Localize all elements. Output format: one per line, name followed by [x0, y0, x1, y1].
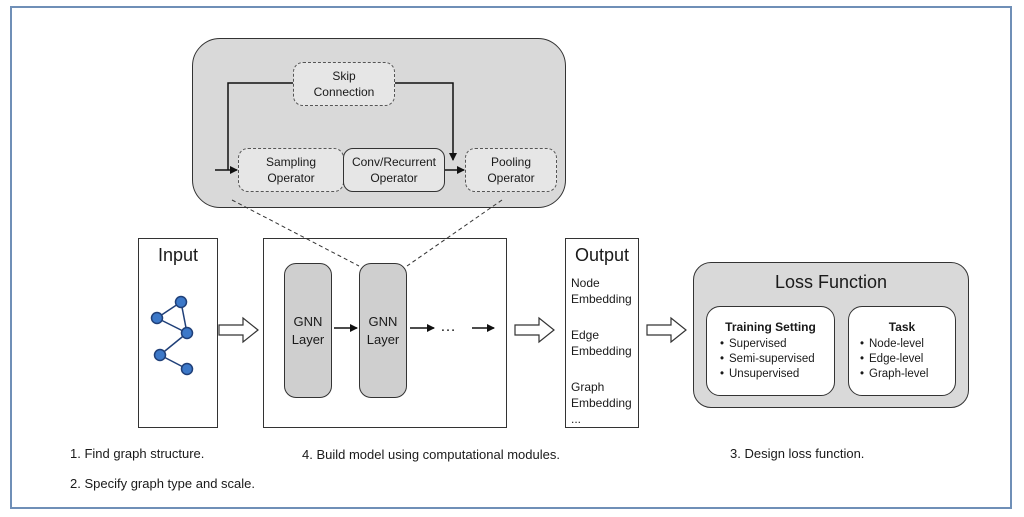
sampling-operator-line1: Sampling: [265, 155, 317, 169]
task-item-node-level: Node-level: [855, 337, 928, 352]
loss-function-title: Loss Function: [774, 272, 888, 292]
task-list: Node-level Edge-level Graph-level: [855, 337, 928, 382]
skip-connection-line1: Skip: [332, 69, 356, 83]
skip-connection-line2: Connection: [313, 85, 375, 99]
conv-operator-line1: Conv/Recurrent: [351, 155, 437, 169]
conv-operator-line2: Operator: [370, 171, 418, 185]
pooling-operator-box: Pooling Operator: [465, 148, 557, 192]
task-title: Task: [888, 320, 916, 334]
output-box: Output Node Embedding Edge Embedding Gra…: [565, 238, 639, 428]
output-item-graph-line2: Embedding: [571, 396, 632, 410]
conv-recurrent-operator-box: Conv/Recurrent Operator: [343, 148, 445, 192]
output-item-graph-line1: Graph: [571, 380, 605, 394]
task-item-graph-level: Graph-level: [855, 367, 928, 382]
output-item-edge-line1: Edge: [571, 328, 600, 342]
gnn-layer-2: GNN Layer: [359, 263, 407, 398]
output-title: Output: [574, 245, 630, 265]
sampling-operator-line2: Operator: [267, 171, 315, 185]
pooling-operator-line2: Operator: [487, 171, 535, 185]
output-item-graph: Graph Embedding: [571, 379, 632, 411]
training-item-unsupervised: Unsupervised: [715, 367, 815, 382]
training-item-semi-supervised: Semi-supervised: [715, 352, 815, 367]
gnn-layer-1-line2: Layer: [291, 331, 325, 347]
training-setting-box: Training Setting Supervised Semi-supervi…: [706, 306, 835, 396]
task-box: Task Node-level Edge-level Graph-level: [848, 306, 956, 396]
training-setting-title: Training Setting: [725, 320, 816, 334]
caption-build-model: 4. Build model using computational modul…: [302, 447, 560, 462]
caption-design-loss: 3. Design loss function.: [730, 446, 865, 461]
input-title: Input: [157, 245, 199, 265]
sampling-operator-box: Sampling Operator: [238, 148, 344, 192]
gnn-layer-2-line1: GNN: [368, 313, 398, 329]
output-more: ...: [571, 412, 582, 426]
gnn-layer-1-line1: GNN: [293, 313, 323, 329]
output-item-node: Node Embedding: [571, 275, 632, 307]
training-setting-list: Supervised Semi-supervised Unsupervised: [715, 337, 815, 382]
training-item-supervised: Supervised: [715, 337, 815, 352]
input-box: Input: [138, 238, 218, 428]
output-item-node-line2: Embedding: [571, 292, 632, 306]
caption-specify-graph-type: 2. Specify graph type and scale.: [70, 476, 256, 491]
output-item-edge-line2: Embedding: [571, 344, 632, 358]
gnn-layer-2-line2: Layer: [366, 331, 400, 347]
pooling-operator-line1: Pooling: [490, 155, 532, 169]
gnn-layer-1: GNN Layer: [284, 263, 332, 398]
layers-ellipsis: …: [440, 318, 456, 335]
output-item-node-line1: Node: [571, 276, 600, 290]
task-item-edge-level: Edge-level: [855, 352, 928, 367]
diagram-frame: [10, 6, 1012, 509]
skip-connection-box: Skip Connection: [293, 62, 395, 106]
caption-find-graph-structure: 1. Find graph structure.: [70, 446, 205, 461]
output-item-edge: Edge Embedding: [571, 327, 632, 359]
